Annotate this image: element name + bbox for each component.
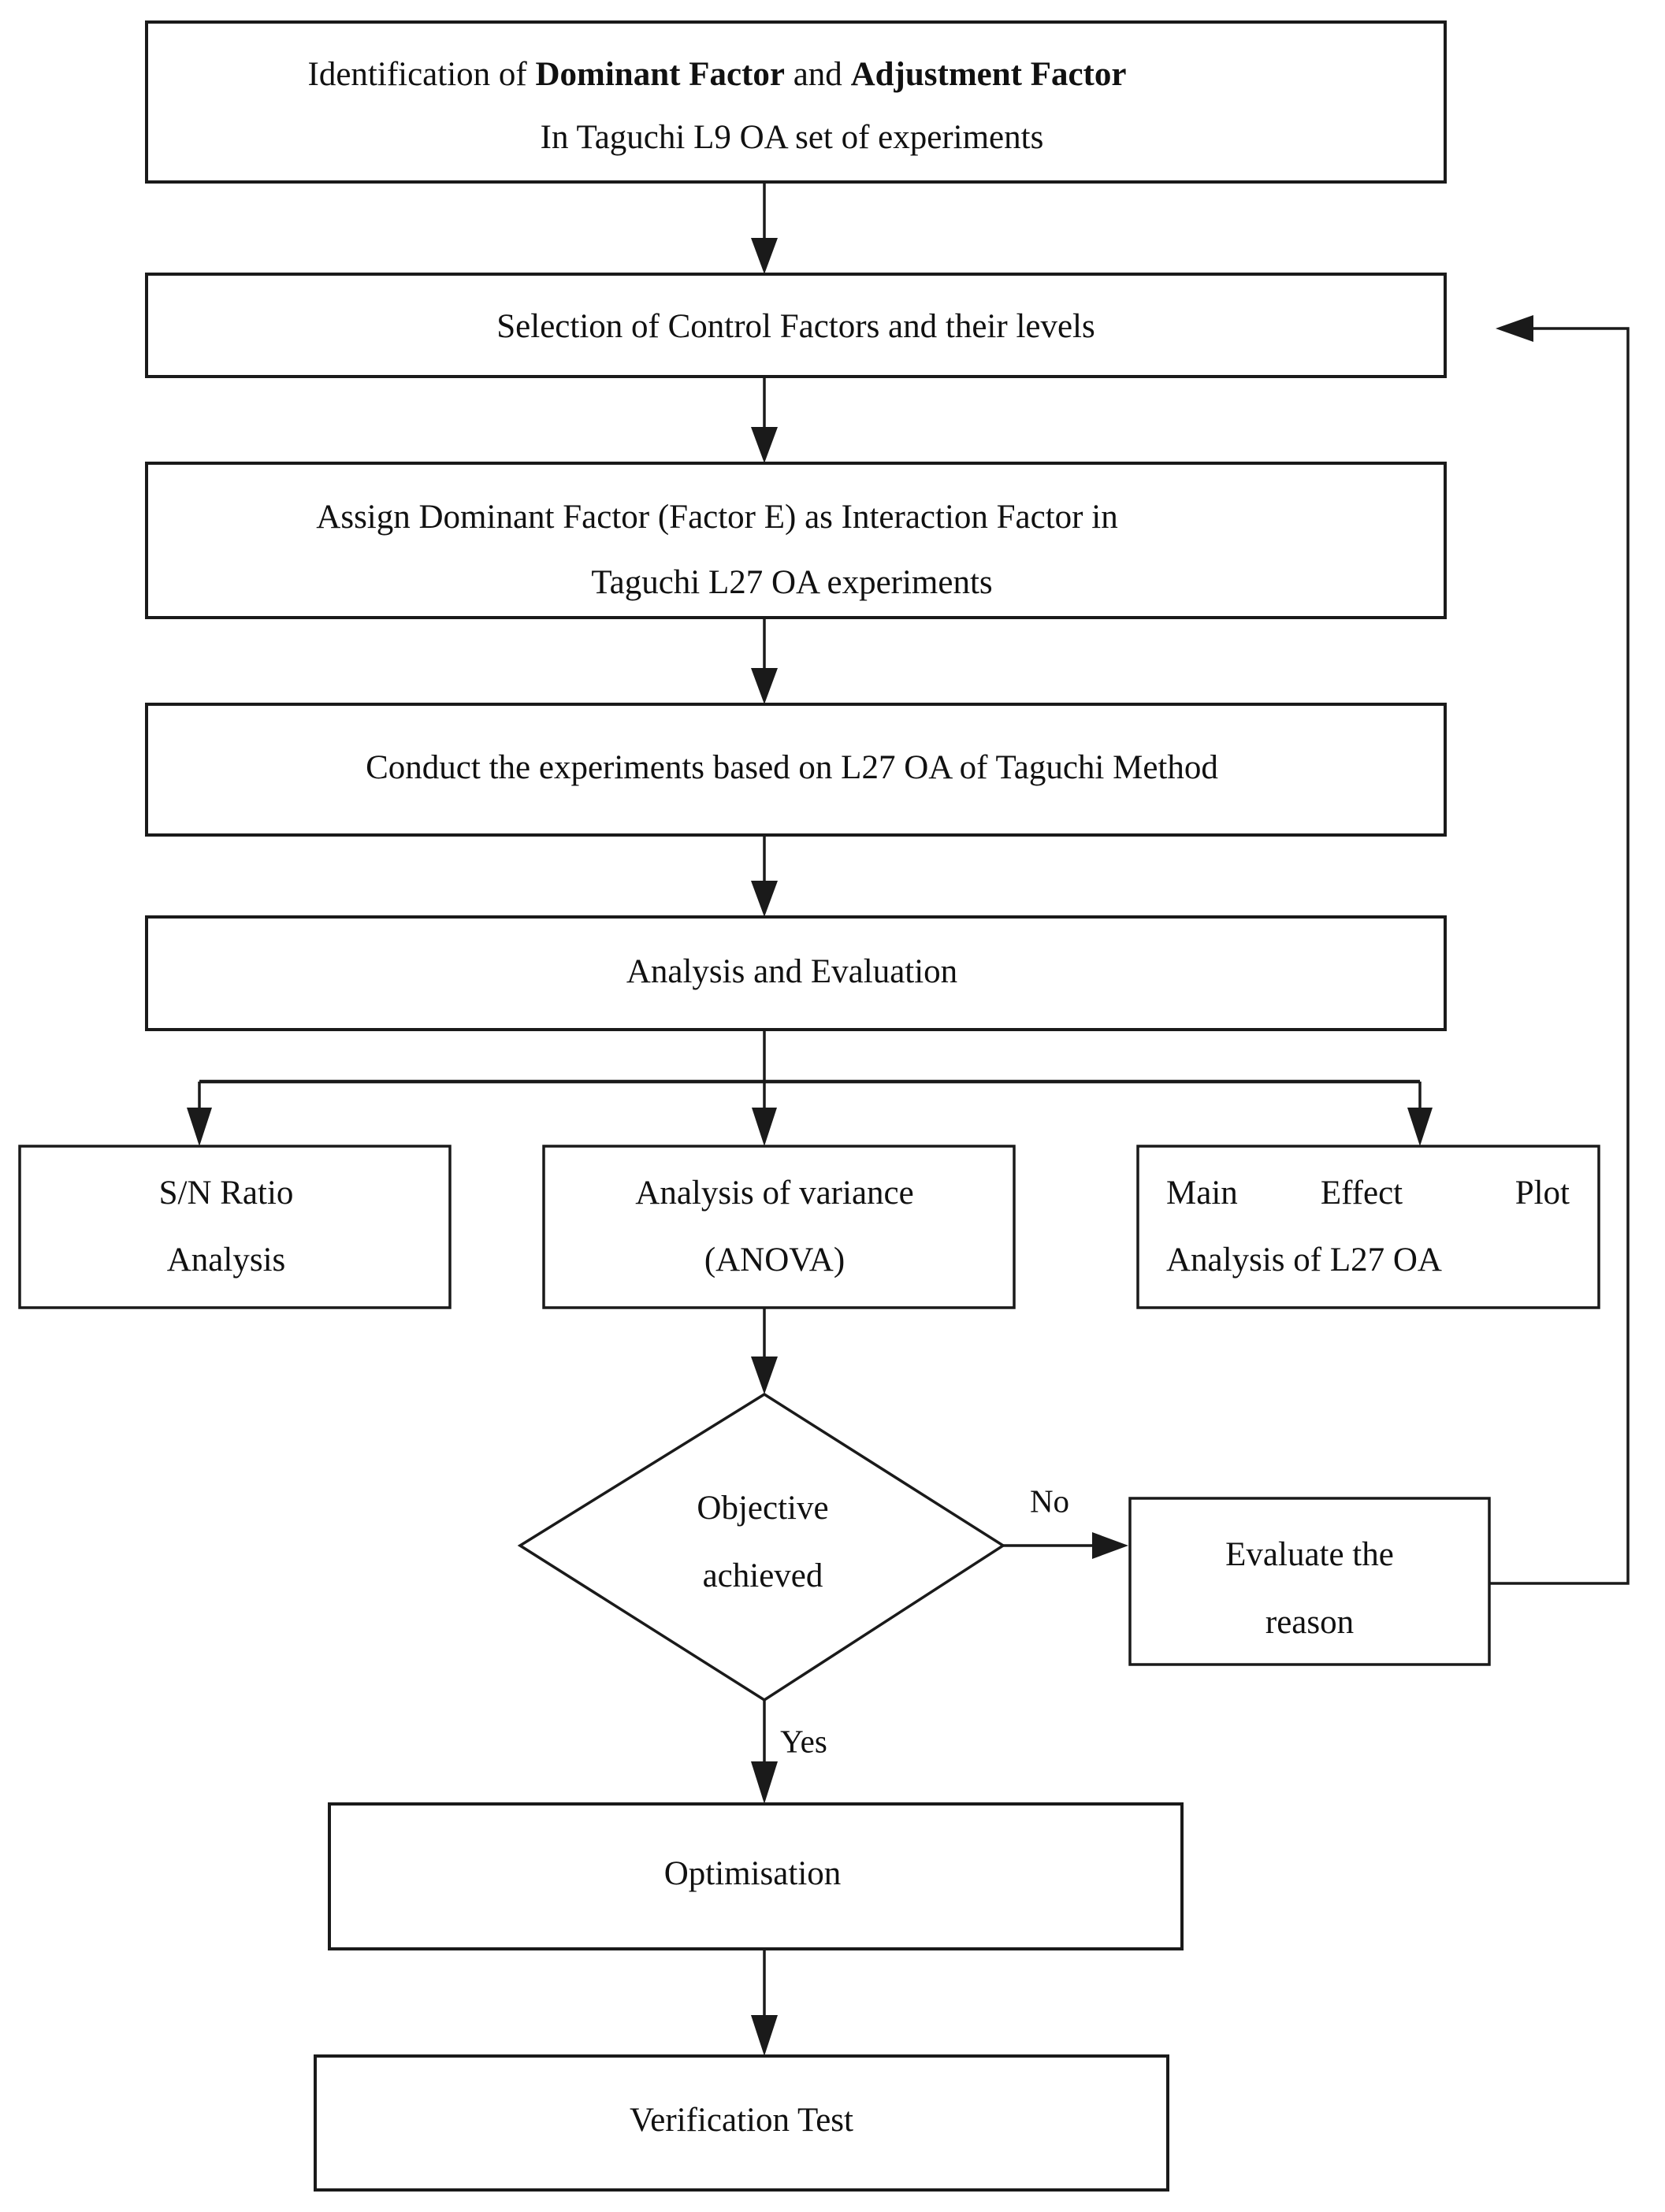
node-analysis[interactable]: Analysis and Evaluation (145, 915, 1447, 1031)
edge-anova-to-objective (751, 1308, 778, 1394)
edge-split-to-anova (752, 1082, 777, 1146)
edge-optimisation-to-verification (751, 1949, 778, 2056)
node-anova[interactable]: Analysis of variance (ANOVA) (542, 1145, 1016, 1309)
node-verification-label: Verification Test (630, 2102, 853, 2139)
node-main-effect-line2: Analysis of L27 OA (1166, 1241, 1442, 1279)
node-identification[interactable]: Identification of Dominant Factor and Ad… (145, 20, 1447, 184)
node-identification-line1: Identification of Dominant Factor and Ad… (308, 56, 1127, 93)
node-evaluate[interactable]: Evaluate the reason (1128, 1497, 1491, 1666)
node-anova-line2: (ANOVA) (704, 1241, 845, 1279)
edge-split-to-main-effect (1407, 1082, 1433, 1146)
node-objective-line2: achieved (703, 1557, 823, 1594)
node-main-effect[interactable]: Main Effect Plot Analysis of L27 OA (1136, 1145, 1600, 1309)
node-conduct[interactable]: Conduct the experiments based on L27 OA … (145, 703, 1447, 837)
node-assign[interactable]: Assign Dominant Factor (Factor E) as Int… (145, 462, 1447, 619)
node-objective-line1: Objective (697, 1490, 828, 1527)
node-sn-ratio-line2: Analysis (167, 1241, 286, 1279)
edge-objective-no-to-evaluate (1003, 1532, 1128, 1559)
edge-label-no: No (1030, 1483, 1069, 1519)
node-sn-ratio[interactable]: S/N Ratio Analysis (18, 1145, 452, 1309)
node-main-effect-line1-c: Plot (1515, 1175, 1570, 1212)
node-objective-decision[interactable]: Objective achieved (517, 1392, 1006, 1702)
edge-conduct-to-analysis (751, 835, 778, 917)
node-assign-line1: Assign Dominant Factor (Factor E) as Int… (316, 499, 1117, 536)
node-verification[interactable]: Verification Test (314, 2054, 1169, 2192)
node-analysis-label: Analysis and Evaluation (626, 953, 957, 990)
node-identification-line2: In Taguchi L9 OA set of experiments (541, 119, 1044, 156)
node-anova-line1: Analysis of variance (635, 1175, 913, 1212)
edge-label-yes: Yes (780, 1723, 827, 1759)
node-main-effect-line1-b: Effect (1321, 1175, 1403, 1212)
node-evaluate-line1: Evaluate the (1225, 1536, 1394, 1573)
node-evaluate-line2: reason (1265, 1604, 1354, 1641)
edge-identification-to-selection (751, 182, 778, 274)
node-optimisation-label: Optimisation (664, 1855, 842, 1892)
node-optimisation[interactable]: Optimisation (328, 1802, 1184, 1950)
edge-objective-yes-to-optimisation (751, 1700, 778, 1804)
node-conduct-label: Conduct the experiments based on L27 OA … (366, 749, 1218, 786)
edge-assign-to-conduct (751, 618, 778, 704)
node-main-effect-line1-a: Main (1166, 1175, 1238, 1212)
node-sn-ratio-line1: S/N Ratio (159, 1175, 294, 1212)
edge-selection-to-assign (751, 377, 778, 463)
node-selection[interactable]: Selection of Control Factors and their l… (145, 273, 1447, 378)
node-selection-label: Selection of Control Factors and their l… (496, 308, 1095, 345)
edge-evaluate-feedback-to-selection (1489, 315, 1630, 1585)
node-assign-line2: Taguchi L27 OA experiments (591, 564, 992, 601)
edge-split-to-sn-ratio (187, 1082, 212, 1146)
